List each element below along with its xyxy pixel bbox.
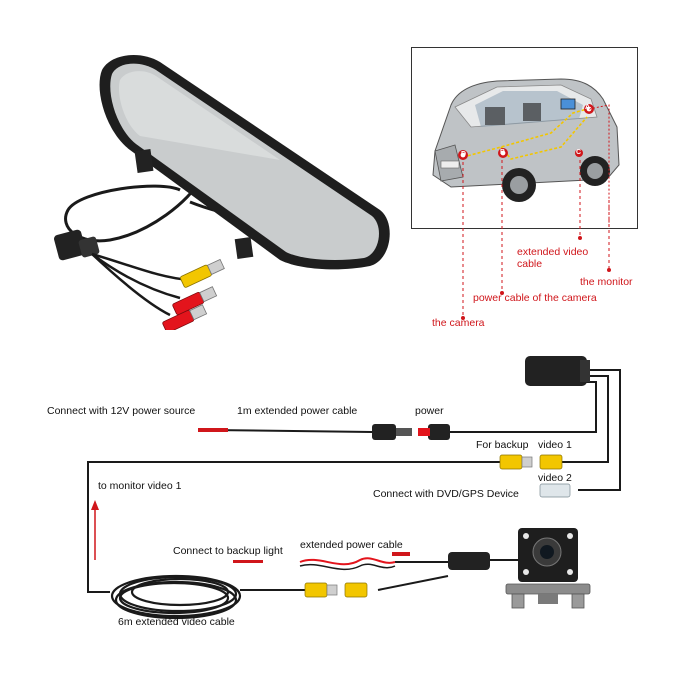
label-the-monitor: the monitor	[580, 276, 633, 288]
label-video-2: video 2	[538, 472, 572, 484]
label-connect-12v: Connect with 12V power source	[47, 405, 196, 417]
label-6m-extended-video-cable: 6m extended video cable	[118, 616, 235, 628]
label-the-camera: the camera	[432, 317, 485, 329]
callout-letter-c: C	[576, 149, 582, 156]
label-to-monitor-video-1: to monitor video 1	[98, 480, 182, 492]
label-power-cable-of-camera: power cable of the camera	[473, 292, 597, 304]
label-extended-video-cable: extended video cable	[517, 246, 589, 270]
label-video-1: video 1	[538, 439, 572, 451]
car-illustration	[432, 78, 620, 229]
label-connect-backup-light: Connect to backup light	[173, 545, 283, 557]
label-extended-power-cable: extended power cable	[300, 539, 403, 551]
callout-letter-d: D	[461, 151, 467, 158]
callout-letter-b: B	[500, 149, 506, 156]
label-for-backup: For backup	[476, 439, 529, 451]
mirror-monitor-image	[54, 55, 390, 330]
label-dvd-gps: Connect with DVD/GPS Device	[373, 488, 519, 500]
label-power: power	[415, 405, 444, 417]
label-1m-extended-power-cable: 1m extended power cable	[237, 405, 358, 417]
callout-letter-a: A	[585, 104, 591, 111]
